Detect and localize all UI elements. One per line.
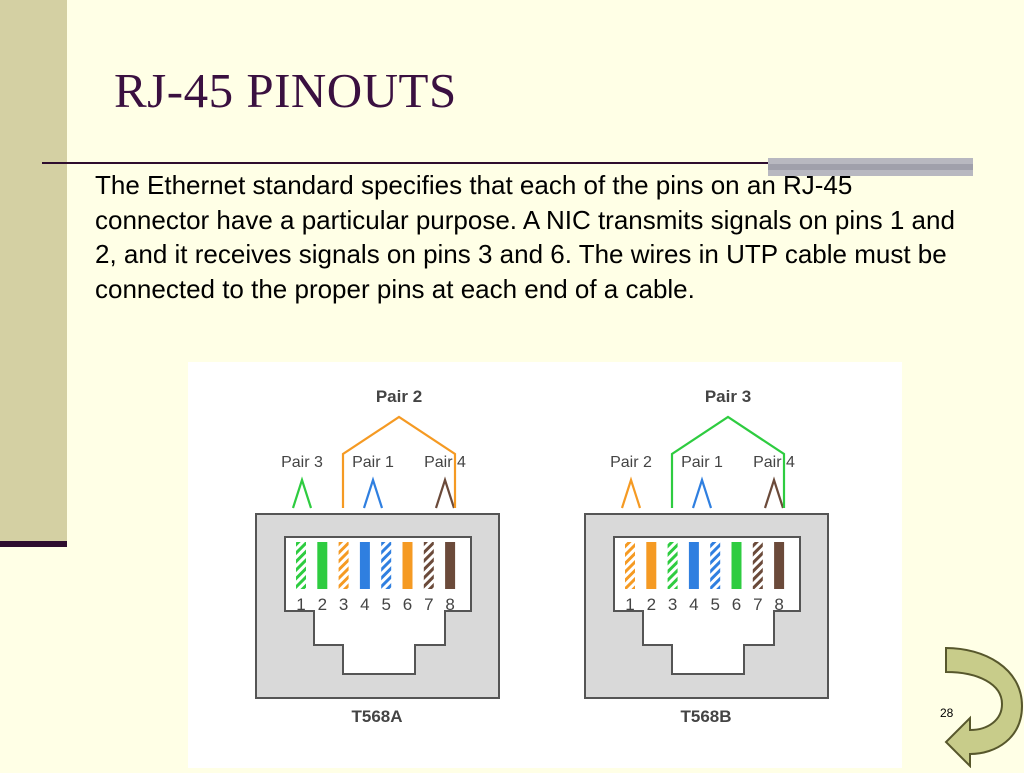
t568a-pin-label-1: 1 — [296, 595, 305, 614]
t568a-wire-pin-7 — [423, 542, 434, 589]
t568a-pin-label-8: 8 — [445, 595, 454, 614]
t568a-right-pair-label: Pair 4 — [424, 454, 466, 471]
t568a-left-pair-label: Pair 3 — [281, 454, 323, 471]
page-number: 28 — [940, 706, 954, 720]
t568b-wire-pin-7 — [752, 542, 763, 589]
t568b-pin-label-4: 4 — [689, 595, 698, 614]
t568b-pin-label-2: 2 — [647, 595, 656, 614]
title-rule — [42, 162, 973, 164]
t568b-top-pair-lines — [670, 415, 786, 508]
t568a-wire-pin-4 — [359, 542, 370, 589]
t568b-standard-label: T568B — [680, 707, 731, 726]
t568a-wire-pin-6 — [402, 542, 413, 589]
slide-body-text: The Ethernet standard specifies that eac… — [95, 170, 955, 304]
t568a-wire-pin-1 — [296, 542, 306, 589]
t568b-wire-pin-5 — [710, 542, 721, 589]
t568b-pin-label-6: 6 — [732, 595, 741, 614]
t568b-wire-pin-3 — [667, 542, 678, 589]
t568b-left-pair-label: Pair 2 — [610, 454, 652, 471]
t568a-right-pair-lines — [434, 476, 456, 509]
accent-bar — [768, 158, 973, 176]
t568b-left-pair-lines — [620, 476, 642, 509]
left-sidebar-bar — [0, 0, 67, 545]
t568b-pin-label-5: 5 — [710, 595, 719, 614]
t568a-pin-label-3: 3 — [339, 595, 348, 614]
t568b-pin-label-3: 3 — [668, 595, 677, 614]
t568a-middle-pair-lines — [362, 476, 384, 509]
t568b-middle-pair-lines — [691, 476, 713, 509]
t568a-wire-pin-2 — [317, 542, 328, 589]
t568b-pin-label-1: 1 — [625, 595, 634, 614]
t568a-wire-pin-8 — [445, 542, 456, 589]
curved-return-arrow-icon[interactable] — [944, 646, 1024, 773]
t568a-pin-label-2: 2 — [318, 595, 327, 614]
t568b-middle-pair-label: Pair 1 — [681, 454, 723, 471]
t568b-wire-pin-2 — [646, 542, 657, 589]
t568b-pin-label-7: 7 — [753, 595, 762, 614]
t568b-wire-pin-1 — [625, 542, 635, 589]
t568b-wire-pin-6 — [731, 542, 742, 589]
t568a-pin-label-7: 7 — [424, 595, 433, 614]
t568a-wire-pin-5 — [381, 542, 392, 589]
t568a-wire-pin-3 — [338, 542, 349, 589]
t568a-top-pair-label: Pair 2 — [376, 387, 422, 406]
t568b-top-pair-label: Pair 3 — [705, 387, 751, 406]
sidebar-underline — [0, 541, 67, 547]
t568a-standard-label: T568A — [351, 707, 402, 726]
t568a-middle-pair-label: Pair 1 — [352, 454, 394, 471]
t568a-top-pair-lines — [341, 415, 457, 508]
t568b-right-pair-label: Pair 4 — [753, 454, 795, 471]
t568a-left-pair-lines — [291, 476, 313, 509]
t568a-pin-label-5: 5 — [381, 595, 390, 614]
t568b-right-pair-lines — [763, 476, 785, 509]
t568b-wire-pin-8 — [774, 542, 785, 589]
t568a-pin-label-6: 6 — [403, 595, 412, 614]
t568b-pin-label-8: 8 — [774, 595, 783, 614]
t568b-wire-pin-4 — [688, 542, 699, 589]
slide-title: RJ-45 PINOUTS — [114, 63, 457, 118]
t568a-pin-label-4: 4 — [360, 595, 369, 614]
